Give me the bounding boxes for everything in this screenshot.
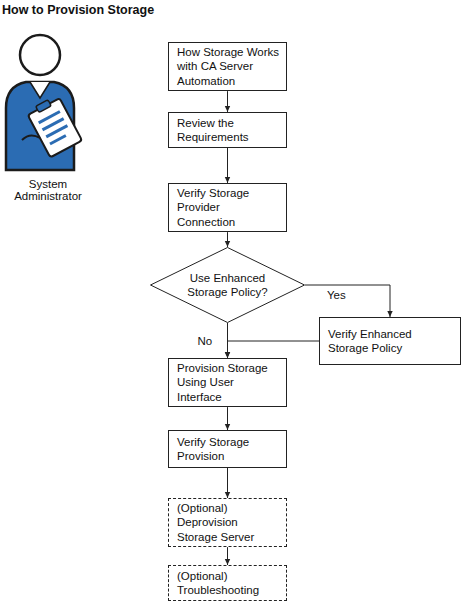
process-box: Verify Enhanced Storage Policy [319,317,461,365]
node-text: Use Enhanced Storage Policy? [176,271,279,300]
optional-step-box: (Optional) Troubleshooting [168,565,287,601]
node-text: Verify Enhanced Storage Policy [328,327,454,356]
edge-label: Yes [327,289,346,301]
diagram-title: How to Provision Storage [2,3,154,17]
flow-arrow [227,547,228,565]
node-text: Provision Storage Using User Interface [177,361,280,404]
node-text: Verify Storage Provider Connection [177,186,280,229]
clipboard [26,95,82,158]
decision-diamond: Use Enhanced Storage Policy? [150,247,305,323]
role-label: System Administrator [2,178,94,202]
diamond-outline [150,247,305,323]
optional-step-box: (Optional) Deprovision Storage Server [168,498,287,547]
edge-label: No [198,335,213,347]
node-text: How Storage Works with CA Server Automat… [177,45,280,88]
process-box: How Storage Works with CA Server Automat… [168,42,287,91]
node-text: (Optional) Troubleshooting [177,569,280,598]
flow-arrow [227,323,228,358]
hand [22,135,40,140]
flow-arrow [305,285,390,317]
head-outline [20,35,60,75]
process-box: Review the Requirements [168,112,287,148]
flow-arrow [227,148,228,183]
flow-arrow [227,407,228,430]
process-box: Verify Storage Provider Connection [168,183,287,232]
process-box: Provision Storage Using User Interface [168,358,287,407]
process-box: Verify Storage Provision [168,430,287,468]
collar [30,82,50,98]
administrator-icon [0,20,90,200]
flow-arrow [227,232,228,247]
flow-arrow [227,468,228,498]
node-text: Review the Requirements [177,116,280,145]
node-text: (Optional) Deprovision Storage Server [177,501,280,544]
flow-arrow [227,91,228,112]
node-text: Verify Storage Provision [177,435,280,464]
flow-arrow [228,341,320,358]
